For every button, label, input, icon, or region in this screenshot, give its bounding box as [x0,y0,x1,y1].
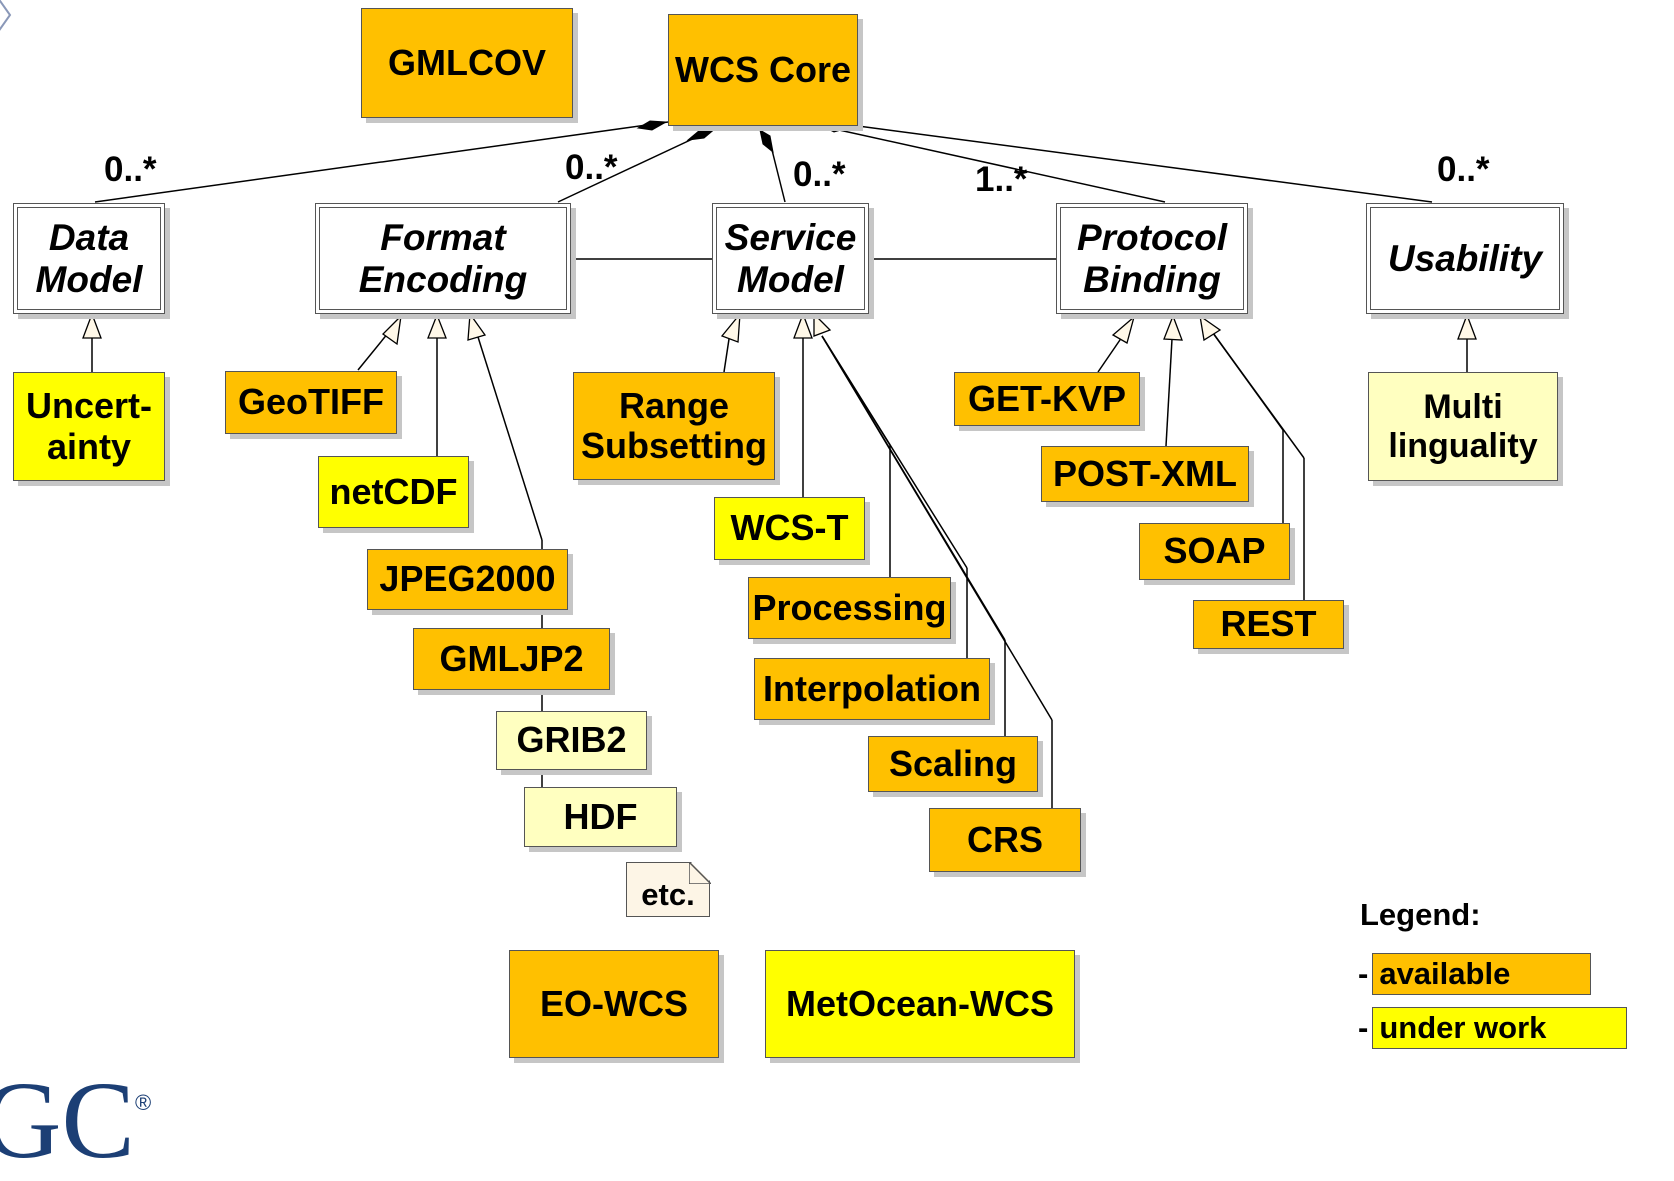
generalization-triangle [1199,314,1222,342]
legend-available-chip: available [1372,953,1592,995]
wcs-t-box: WCS-T [714,497,865,560]
hdf-box: HDF [524,787,677,847]
legend-under-work-chip: under work [1372,1007,1628,1049]
interpolation-box: Interpolation [754,658,990,720]
generalization-triangle [82,312,102,339]
registered-mark: ® [135,1090,152,1115]
post-xml-box: POST-XML [1041,446,1249,502]
scaling-box: Scaling [868,736,1038,792]
composition-diamond [759,128,774,154]
gmlcov-box: GMLCOV [361,8,573,118]
range-subsetting-box: Range Subsetting [573,372,775,480]
legend-available-row: - available [1358,953,1592,995]
generalization-triangle [381,314,402,346]
processing-box: Processing [748,577,951,639]
core-to-protocol-binding-line [829,127,1166,203]
grib2-box: GRIB2 [496,711,647,770]
protocol-binding-box: Protocol Binding [1056,203,1248,314]
core-to-format-encoding-line [557,127,717,203]
composition-diamond [686,127,718,141]
data-model-box: Data Model [13,203,165,314]
generalization-triangle [427,313,447,339]
service-model-box: Service Model [712,203,869,314]
generalization-triangle [813,312,832,337]
uncertainty-box: Uncert- ainty [13,372,165,481]
multiplicity-data-model: 0..* [104,150,157,189]
format-encoding-box: Format Encoding [315,203,571,314]
usability-box: Usability [1366,203,1564,314]
eo-wcs-box: EO-WCS [509,950,719,1058]
legend-under-work-row: - under work [1358,1007,1628,1049]
soap-box: SOAP [1139,523,1290,580]
legend-dash: - [1358,956,1369,991]
generalization-triangle [467,312,487,341]
geotiff-box: GeoTIFF [225,371,397,434]
netcdf-box: netCDF [318,456,469,528]
multiplicity-service-model: 0..* [793,155,846,194]
multilinguality-box: Multi linguality [1368,372,1558,481]
ogc-logo: GC [0,1059,135,1181]
etc-note: etc. [626,862,710,917]
core-to-data-model-line [94,121,669,203]
get-kvp-box: GET-KVP [954,372,1140,426]
rest-box: REST [1193,600,1344,649]
multiplicity-format-encoding: 0..* [565,148,618,187]
multiplicity-protocol-binding: 1..* [975,160,1028,199]
corner-chevron-icon [0,0,12,31]
jpeg2000-box: JPEG2000 [367,549,568,610]
generalization-triangle [1457,313,1477,340]
note-fold-icon [689,862,711,884]
gmljp2-box: GMLJP2 [413,628,610,690]
legend-dash: - [1358,1010,1369,1045]
wcs-core-box: WCS Core [668,14,858,126]
generalization-triangle [1111,315,1136,344]
crs-box: CRS [929,808,1081,872]
connector-layer [82,118,1477,808]
composition-diamond [636,120,668,131]
generalization-triangle [793,312,813,339]
generalization-triangle [1163,314,1183,341]
generalization-triangle [720,312,741,343]
core-to-service-model-line [771,149,786,203]
metocean-wcs-box: MetOcean-WCS [765,950,1075,1058]
core-to-usability-line [857,125,1433,203]
legend-title: Legend: [1360,897,1481,932]
multiplicity-usability: 0..* [1437,150,1490,189]
